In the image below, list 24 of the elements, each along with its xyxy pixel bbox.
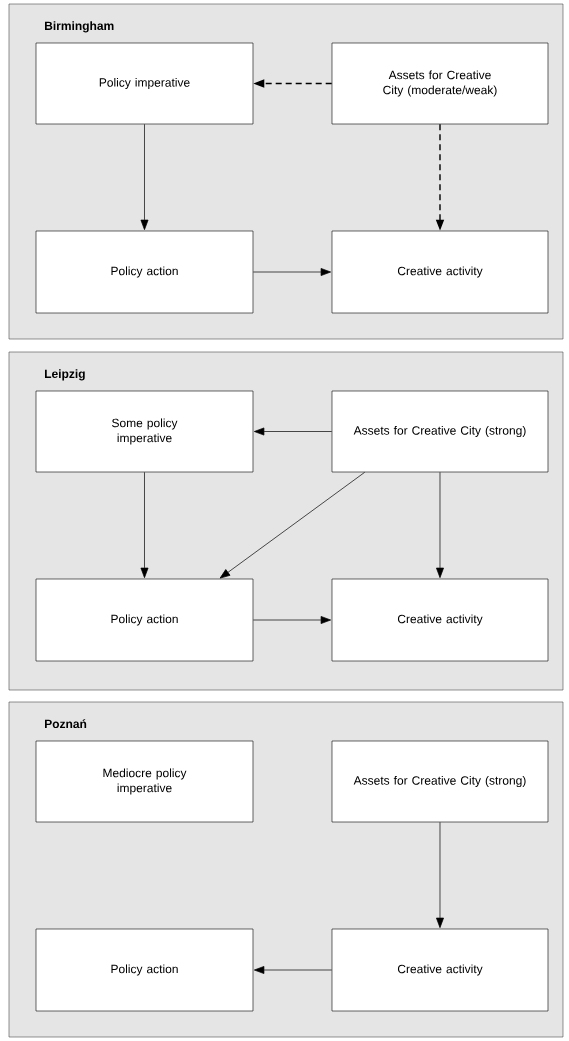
arrow [140, 471, 149, 579]
box: Policy imperative [35, 42, 254, 125]
box: Policy action [35, 230, 254, 314]
box: Policy action [35, 928, 254, 1012]
box: Assets for Creative City (strong) [331, 740, 549, 823]
box: Policy action [35, 578, 254, 662]
panel-heading: Poznań [45, 719, 87, 729]
box: Creative activity [331, 578, 549, 662]
arrow [253, 966, 333, 974]
box: Some policy imperative [35, 390, 254, 473]
arrow [140, 123, 149, 231]
panel-heading: Birmingham [45, 21, 114, 33]
arrow [252, 616, 332, 624]
arrow [436, 821, 444, 929]
box: Creative activity [331, 928, 549, 1012]
arrow [253, 427, 333, 436]
box: Assets for Creative City (strong) [331, 390, 549, 473]
box: Creative activity [331, 230, 549, 314]
arrow [219, 471, 366, 579]
box: Assets for Creative City (moderate/weak) [331, 42, 549, 125]
box: Mediocre policy imperative [35, 740, 254, 823]
panel-heading: Leipzig [45, 369, 85, 381]
arrow [252, 268, 332, 276]
arrow [436, 471, 444, 579]
